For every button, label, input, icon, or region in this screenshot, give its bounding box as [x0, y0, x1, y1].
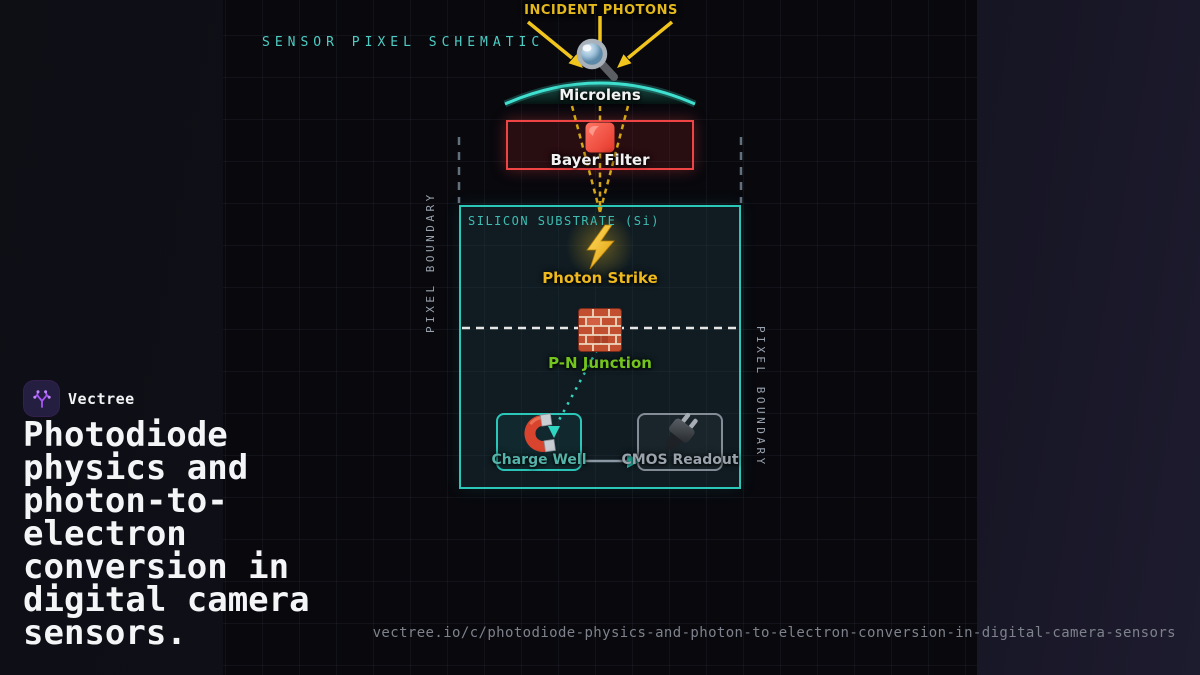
brick-wall-icon — [578, 308, 622, 352]
charge-well-label: Charge Well — [491, 452, 587, 468]
pixel-boundary-label-left: PIXEL BOUNDARY — [424, 191, 437, 333]
silicon-substrate-label: SILICON SUBSTRATE (Si) — [468, 214, 660, 228]
incident-photons-label: INCIDENT PHOTONS — [524, 3, 678, 18]
microlens-label: Microlens — [559, 86, 641, 104]
red-square-icon — [585, 122, 615, 153]
pn-junction-label: P-N Junction — [548, 354, 652, 372]
vectree-logo — [24, 381, 59, 416]
plug-icon — [664, 412, 698, 453]
schematic-heading: SENSOR PIXEL SCHEMATIC — [262, 35, 545, 50]
magnet-icon — [524, 413, 556, 453]
magnifier-icon — [576, 38, 618, 81]
bayer-filter-label: Bayer Filter — [550, 151, 650, 169]
brand-name: Vectree — [68, 390, 135, 408]
pixel-boundary-label-right: PIXEL BOUNDARY — [754, 326, 767, 468]
page-title: Photodiode physics and photon-to- electr… — [23, 415, 310, 653]
cmos-readout-label: CMOS Readout — [621, 452, 739, 468]
lightning-icon — [586, 224, 615, 270]
vectree-branch-icon — [32, 389, 51, 408]
photon-strike-label: Photon Strike — [542, 269, 658, 287]
footer-url: vectree.io/c/photodiode-physics-and-phot… — [372, 625, 1176, 641]
